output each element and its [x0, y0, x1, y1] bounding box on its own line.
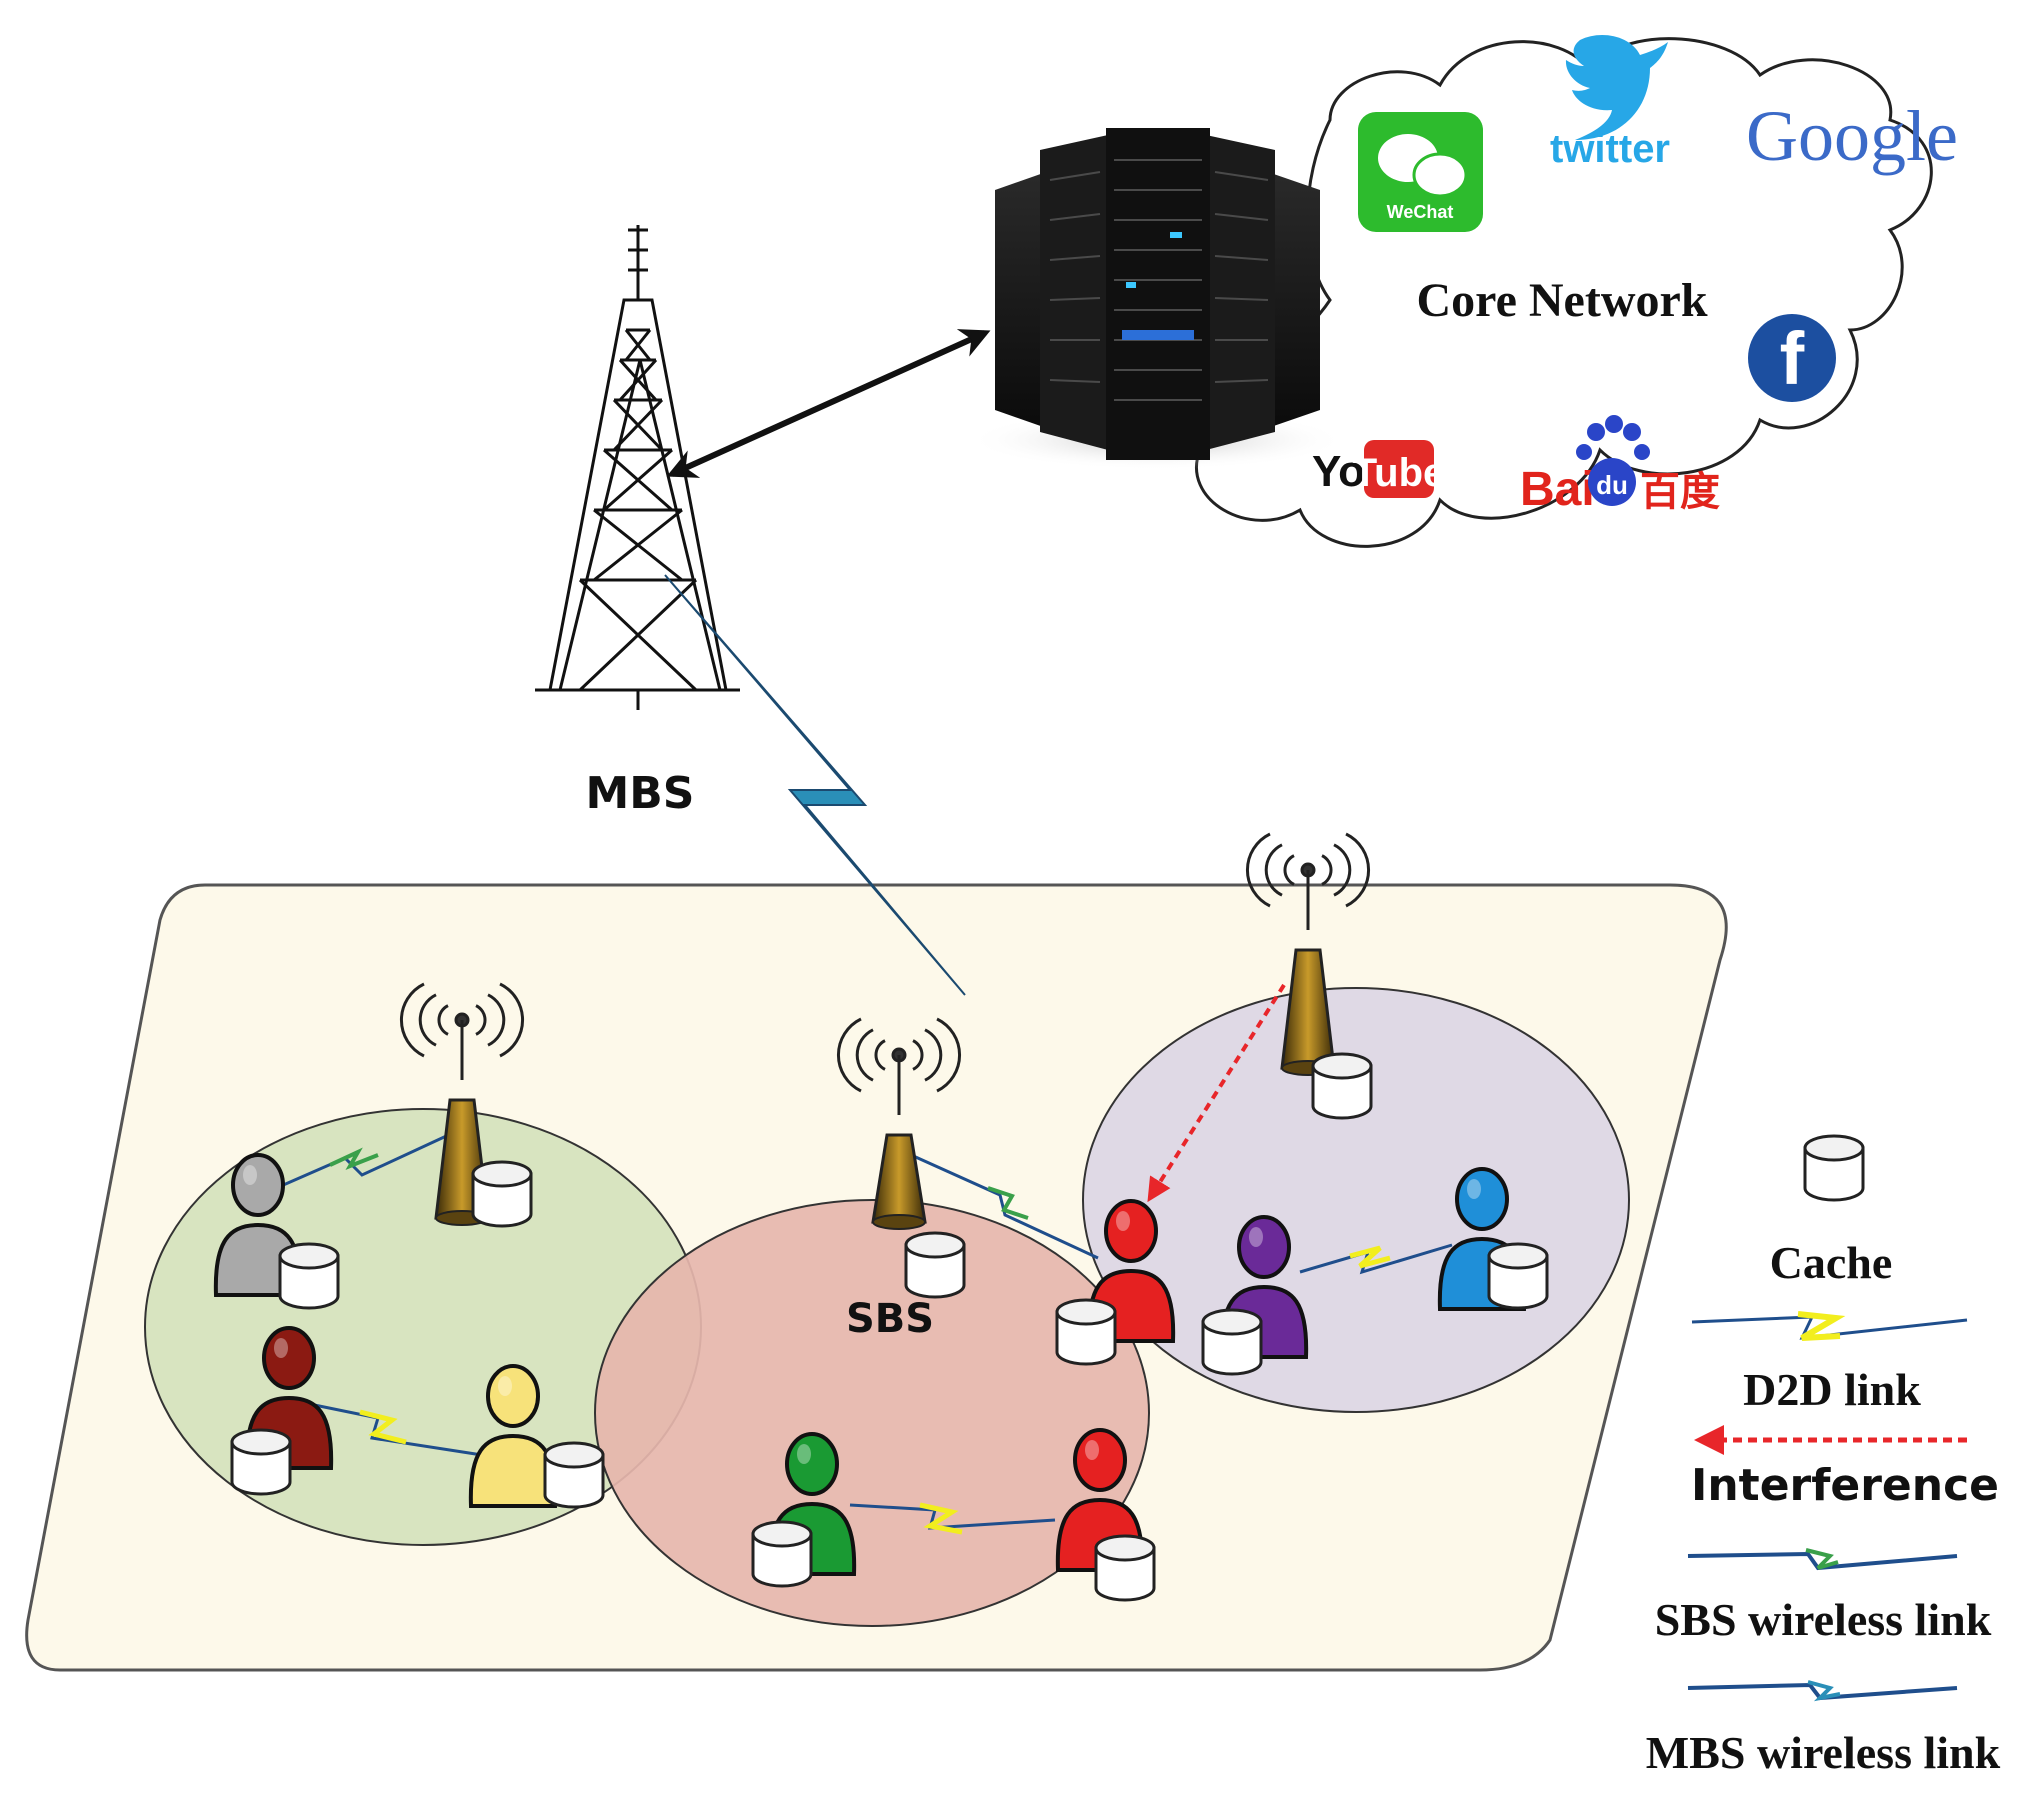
- legend-d2d-label: D2D link: [1743, 1364, 1921, 1415]
- core-network-cloud: WeChat twitter Google Core Network f You…: [1147, 35, 1958, 548]
- baidu-logo: Bai du 百度: [1520, 415, 1720, 516]
- facebook-logo: f: [1748, 314, 1836, 402]
- legend-mbs-link-label: MBS wireless link: [1646, 1727, 2001, 1778]
- legend-cache-icon: [1803, 1134, 1865, 1202]
- legend-sbs-link-bolt: [1805, 1548, 1839, 1570]
- d2d-link-center-bolt: [919, 1502, 963, 1535]
- antenna-icon: [837, 1017, 961, 1115]
- youtube-tube-label: Tube: [1353, 451, 1446, 495]
- sbs-link-center: [899, 1148, 1099, 1260]
- twitter-bird-icon: [1565, 35, 1668, 140]
- cache-cylinder-icon: [1487, 1242, 1549, 1310]
- sbs-tower-center-icon: [837, 1017, 961, 1230]
- legend-interference-label: Interference: [1691, 1460, 1999, 1511]
- baidu-cn-label: 百度: [1640, 469, 1720, 515]
- wechat-logo: WeChat: [1358, 112, 1483, 232]
- cache-cylinder-icon: [1055, 1298, 1117, 1366]
- antenna-icon: [1246, 832, 1370, 930]
- legend-d2d-bolt: [1797, 1311, 1846, 1341]
- google-logo: Google: [1746, 96, 1958, 176]
- mbs-tower-icon: [535, 225, 740, 710]
- cache-cylinder-icon: [751, 1520, 813, 1588]
- cache-cylinder-icon: [230, 1428, 292, 1496]
- cell-center: [594, 1199, 1150, 1627]
- cache-cylinder-icon: [1311, 1052, 1373, 1120]
- legend-mbs-link-bolt: [1807, 1680, 1841, 1702]
- cache-cylinder-icon: [278, 1242, 340, 1310]
- sbs-link-left-bolt: [329, 1147, 379, 1170]
- cell-right: [1082, 987, 1630, 1413]
- core-network-label: Core Network: [1416, 274, 1707, 327]
- sbs-tower-right-icon: [1246, 832, 1370, 1076]
- mbs-label: MBS: [585, 768, 694, 819]
- server-rack-icon: [967, 128, 1347, 470]
- legend-mbs-link-swatch: [1687, 1682, 1958, 1701]
- user-yellow-icon: [468, 1364, 558, 1508]
- baidu-paw-icon: [1576, 415, 1650, 506]
- legend-d2d-swatch: [1691, 1315, 1968, 1340]
- cache-cylinder-icon: [904, 1231, 966, 1299]
- sbs-link-center-bolt: [987, 1186, 1029, 1220]
- d2d-link-left: [289, 1398, 483, 1457]
- youtube-logo: You Tube: [1312, 440, 1445, 498]
- d2d-link-center: [849, 1503, 1056, 1530]
- facebook-label: f: [1780, 317, 1805, 400]
- legend: Cache D2D link Interference SBS wireless…: [1646, 1134, 2001, 1778]
- mbs-wireless-link: [664, 574, 966, 996]
- legend-sbs-link-label: SBS wireless link: [1655, 1594, 1992, 1645]
- cache-cylinder-icon: [543, 1441, 605, 1509]
- d2d-link-right-bolt: [1349, 1245, 1391, 1269]
- legend-sbs-link-swatch: [1687, 1551, 1958, 1571]
- wechat-label: WeChat: [1387, 202, 1454, 222]
- twitter-logo: twitter: [1550, 35, 1670, 171]
- legend-cache-label: Cache: [1770, 1237, 1893, 1288]
- antenna-icon: [400, 982, 524, 1080]
- baidu-du-label: du: [1596, 470, 1628, 500]
- cache-cylinder-icon: [1094, 1534, 1156, 1602]
- cache-cylinder-icon: [471, 1160, 533, 1228]
- baidu-bai-label: Bai: [1520, 463, 1595, 516]
- backhaul-link: [666, 329, 991, 478]
- cache-cylinder-icon: [1201, 1308, 1263, 1376]
- sbs-label: SBS: [846, 1296, 934, 1342]
- twitter-label: twitter: [1550, 127, 1670, 171]
- d2d-link-left-bolt: [359, 1409, 407, 1445]
